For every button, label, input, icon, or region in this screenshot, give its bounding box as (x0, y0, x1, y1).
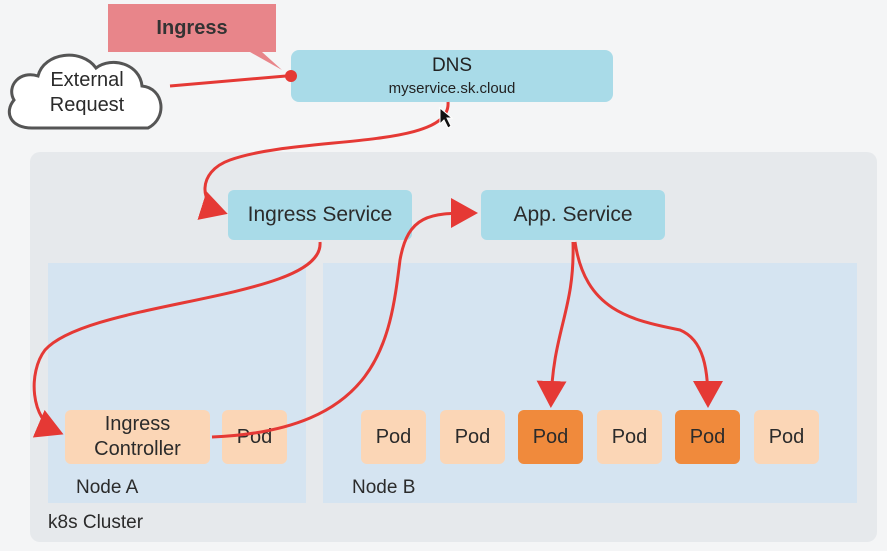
pod-1: Pod (361, 410, 426, 464)
arrow-ingress-service-to-controller (32, 241, 322, 438)
ingress-controller-line2: Controller (94, 438, 181, 460)
pod-2: Pod (440, 410, 505, 464)
node-b-label: Node B (352, 477, 416, 498)
arrow-dns-to-ingress-service (197, 101, 450, 220)
external-request-line2: Request (49, 94, 125, 116)
arrow-app-to-pod-3 (536, 241, 575, 408)
ingress-callout: Ingress (108, 4, 276, 52)
pod-5-active: Pod (675, 410, 740, 464)
dns-entry-dot (285, 70, 297, 82)
external-request-line1: External (50, 69, 124, 91)
cluster-label: k8s Cluster (48, 512, 144, 533)
dns-box: DNS myservice.sk.cloud (291, 50, 613, 102)
app-service: App. Service (481, 190, 665, 240)
arrow-controller-to-app-service (211, 198, 478, 439)
ingress-controller: Ingress Controller (65, 410, 210, 464)
cloud-icon (8, 53, 163, 130)
callout-pointer (250, 52, 282, 70)
pod-6: Pod (754, 410, 819, 464)
ingress-controller-line1: Ingress (104, 413, 171, 435)
dns-host: myservice.sk.cloud (388, 80, 516, 97)
arrow-external-to-dns (169, 74, 287, 88)
dns-label: DNS (431, 55, 473, 76)
arrow-app-to-pod-5 (573, 241, 723, 408)
ingress-service: Ingress Service (228, 190, 412, 240)
node-a-label: Node A (76, 477, 139, 498)
pod-3-active: Pod (518, 410, 583, 464)
external-request-label: External Request (22, 60, 152, 126)
mouse-cursor-icon (439, 106, 454, 129)
pod-4: Pod (597, 410, 662, 464)
